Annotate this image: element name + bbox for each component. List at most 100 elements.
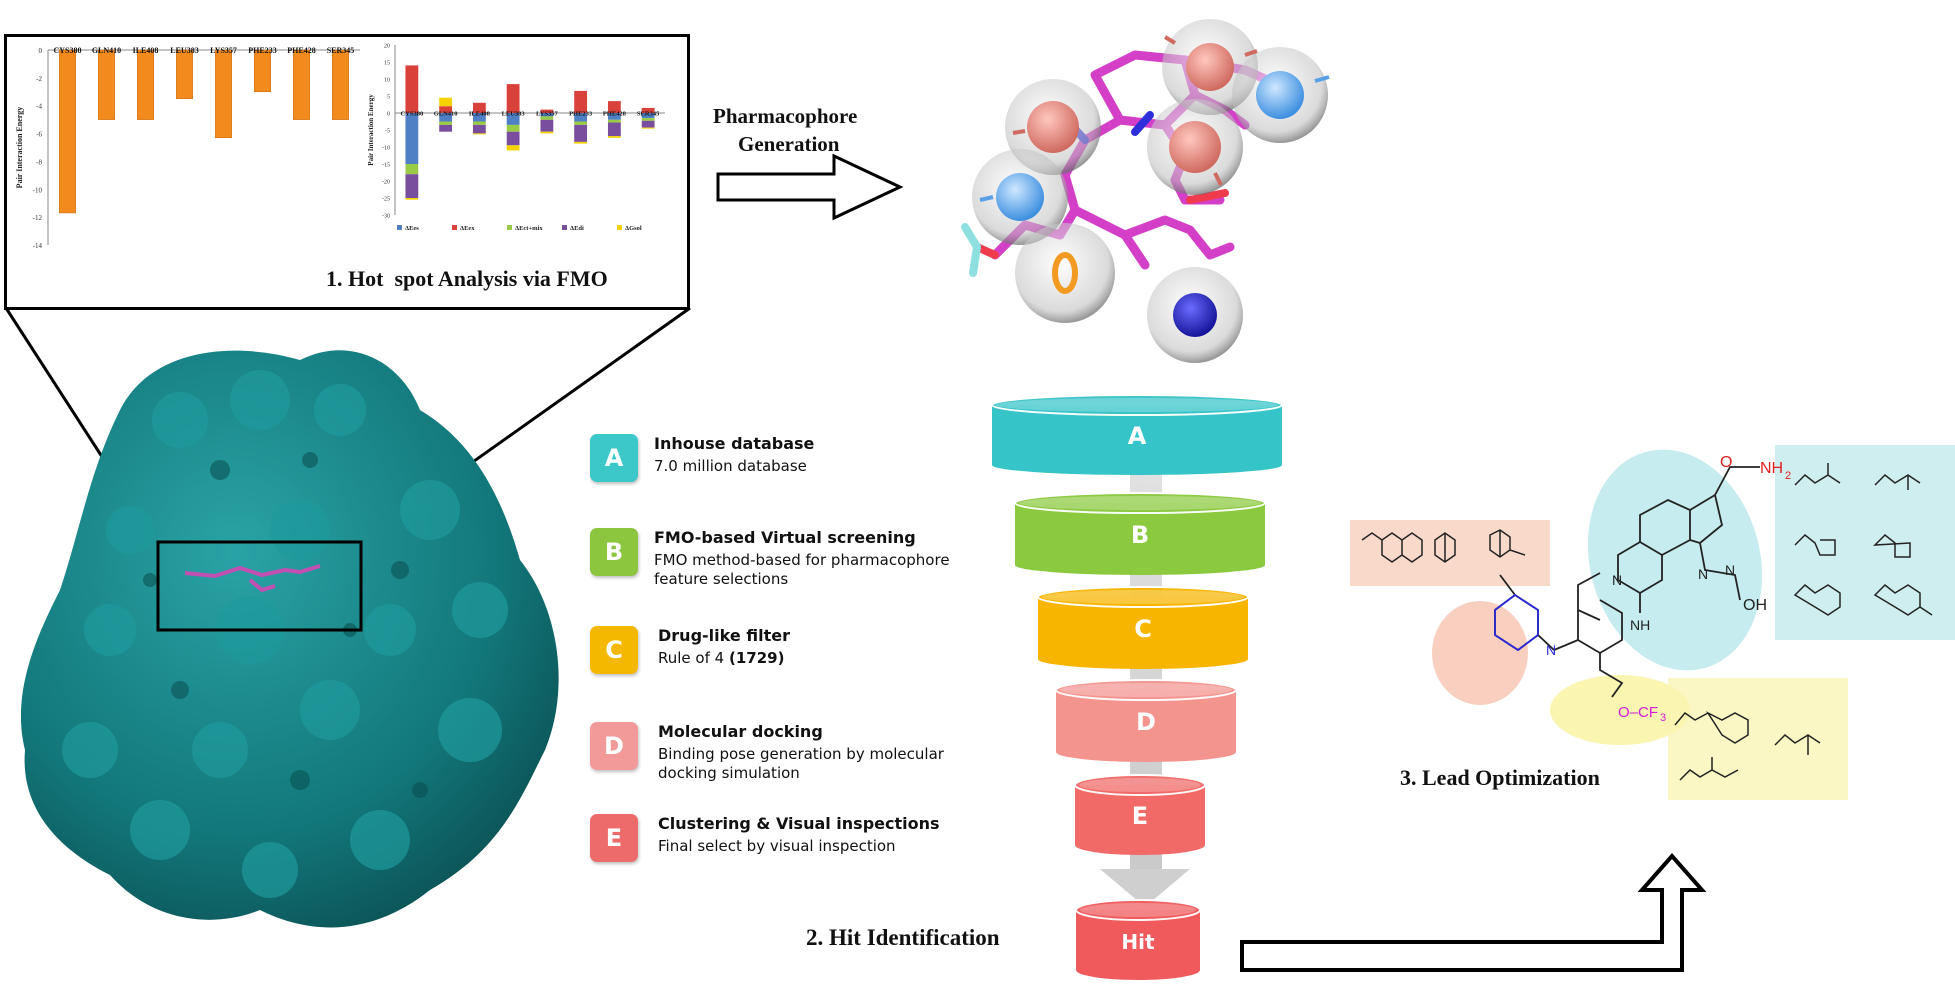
- c2-bar-segment: [607, 136, 621, 138]
- c2-legend-label: ΔEes: [405, 225, 419, 232]
- c2-legend-label: ΔEct+mix: [515, 225, 543, 232]
- c1-ytick-label: -2: [36, 75, 42, 83]
- hit-identification-title: 2. Hit Identification: [806, 925, 1000, 950]
- c2-bar-segment: [472, 124, 486, 134]
- c2-bar-segment: [506, 84, 520, 113]
- c1-ytick-label: -6: [36, 131, 42, 139]
- c2-bar-segment: [472, 113, 486, 122]
- c2-bar-segment: [506, 145, 520, 151]
- c2-category-label: PHE428: [603, 111, 627, 118]
- c2-bar-segment: [574, 121, 588, 125]
- c1-ytick-label: -4: [36, 103, 42, 111]
- legend-item-a: A Inhouse database 7.0 million database: [590, 434, 814, 482]
- c2-bar-segment: [607, 122, 621, 137]
- c2-ytick-label: 10: [384, 78, 390, 84]
- c2-legend-swatch: [617, 225, 622, 230]
- c2-bar-segment: [641, 127, 655, 129]
- c2-bar-segment: [641, 120, 655, 128]
- c2-bar-segment: [472, 121, 486, 125]
- c2-bar-segment: [506, 131, 520, 146]
- c2-bar-segment: [540, 119, 554, 132]
- legend-item-e: E Clustering & Visual inspections Final …: [590, 814, 940, 862]
- c1-category-label: SER345: [327, 46, 355, 55]
- c2-ytick-label: 0: [387, 112, 390, 118]
- c2-bar-segment: [607, 119, 621, 123]
- c2-legend-swatch: [562, 225, 567, 230]
- c2-ytick-label: -25: [382, 197, 390, 203]
- funnel-label: B: [1131, 521, 1149, 549]
- c2-legend-swatch: [507, 225, 512, 230]
- funnel-layer-d: D: [1055, 679, 1237, 762]
- c2-ytick-label: -10: [382, 146, 390, 152]
- hotspot-title: 1. Hot spot Analysis via FMO: [326, 266, 608, 291]
- svg-text:N: N: [1612, 572, 1622, 588]
- c2-legend-label: ΔEex: [460, 225, 475, 232]
- c2-bar-segment: [574, 124, 588, 142]
- c1-category-label: CYS380: [53, 46, 81, 55]
- svg-text:O: O: [1720, 454, 1732, 471]
- c2-bar-segment: [607, 113, 621, 120]
- c1-ytick-label: 0: [39, 47, 43, 55]
- c1-bar-lys357: [215, 49, 232, 138]
- c2-bar-segment: [574, 90, 588, 113]
- svg-text:N: N: [1546, 642, 1556, 658]
- c2-bar-segment: [439, 121, 453, 125]
- legend-badge-c: C: [590, 626, 638, 674]
- c2-bar-segment: [439, 113, 453, 122]
- substituent-box-yellow: [1668, 678, 1848, 800]
- c1-ylabel: Pair Interaction Energy: [15, 107, 24, 189]
- funnel-layer-e: E: [1074, 774, 1206, 855]
- c1-bar-ile408: [137, 49, 154, 120]
- c2-bar-segment: [641, 118, 655, 121]
- legend-badge-d: D: [590, 722, 638, 770]
- c2-bar-segment: [641, 113, 655, 119]
- c1-bar-phe233: [254, 49, 271, 93]
- legend-badge-a: A: [590, 434, 638, 482]
- c1-category-label: ILE408: [133, 46, 159, 55]
- c2-ytick-label: 15: [384, 61, 390, 67]
- pharmacophore-label-line2: Generation: [738, 132, 840, 156]
- pharmacophore-label-line1: Pharmacophore: [713, 104, 858, 128]
- c2-ytick-label: -5: [385, 129, 390, 135]
- c2-bar-segment: [439, 106, 453, 113]
- c2-category-label: ILE408: [469, 111, 491, 118]
- legend-title-c: Drug-like filter: [658, 626, 790, 645]
- legend-item-c: C Drug-like filter Rule of 4 (1729): [590, 626, 790, 674]
- legend-badge-e: E: [590, 814, 638, 862]
- c2-bar-segment: [506, 113, 520, 125]
- c2-category-label: SER345: [637, 111, 660, 118]
- c1-ytick-label: -8: [36, 158, 42, 166]
- funnel-label: A: [1128, 422, 1147, 450]
- c2-bar-segment: [506, 124, 520, 132]
- funnel-label: Hit: [1121, 930, 1155, 954]
- c1-category-label: PHE428: [287, 46, 315, 55]
- c2-bar-segment: [405, 174, 419, 198]
- lead-compound-structure: O NH 2 OH N N N NH N O–CF 3: [1361, 449, 1933, 781]
- funnel-label: E: [1132, 802, 1148, 830]
- c2-bar-segment: [405, 164, 419, 175]
- c2-category-label: CYS380: [400, 111, 423, 118]
- legend-title-d: Molecular docking: [658, 722, 823, 741]
- legend-desc-d: Binding pose generation by molecular doc…: [658, 745, 944, 782]
- c2-ytick-label: -30: [382, 214, 390, 220]
- c2-ytick-label: -15: [382, 163, 390, 169]
- legend-title-e: Clustering & Visual inspections: [658, 814, 940, 833]
- c2-bar-segment: [472, 102, 486, 113]
- c1-bar-cys380: [59, 49, 76, 214]
- c1-category-label: GLN410: [92, 46, 121, 55]
- c1-category-label: LYS357: [210, 46, 237, 55]
- c2-ytick-label: 5: [387, 95, 390, 101]
- c2-bar-segment: [574, 141, 588, 144]
- legend-desc-e: Final select by visual inspection: [658, 837, 896, 855]
- c2-legend-swatch: [397, 225, 402, 230]
- funnel-layer-a: A: [991, 394, 1283, 475]
- c2-bar-segment: [540, 131, 554, 134]
- pharmacophore-model-image: [961, 19, 1330, 363]
- c2-bar-segment: [439, 124, 453, 132]
- legend-item-b: B FMO-based Virtual screening FMO method…: [590, 528, 984, 589]
- svg-text:N: N: [1698, 566, 1708, 582]
- legend-desc-c: Rule of 4 (1729): [658, 649, 785, 667]
- funnel-label: D: [1136, 708, 1156, 736]
